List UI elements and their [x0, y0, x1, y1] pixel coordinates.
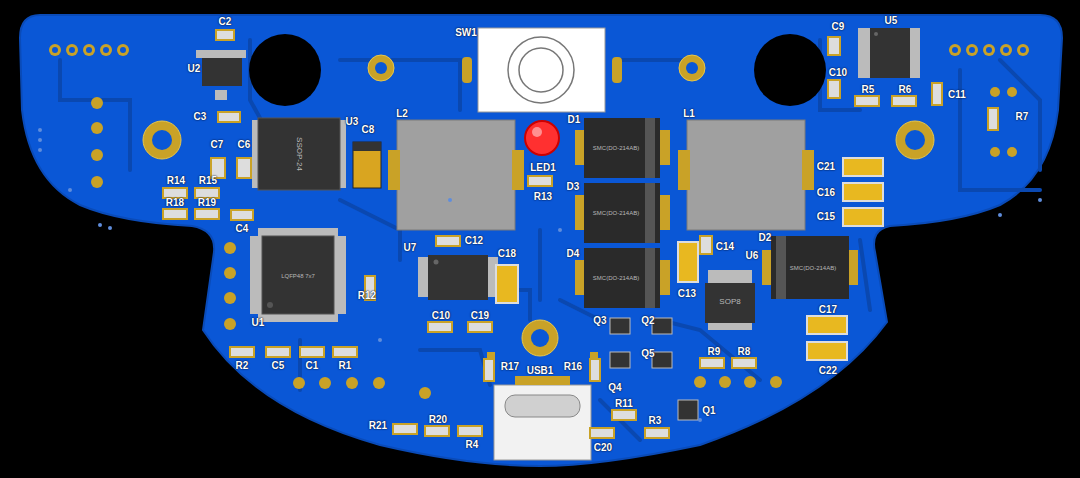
- reference-designator: R9: [708, 347, 721, 357]
- reference-designator: C7: [211, 140, 224, 150]
- reference-designator: U5: [885, 16, 898, 26]
- reference-designator: R4: [466, 440, 479, 450]
- reference-designator: R13: [534, 192, 552, 202]
- reference-designator: Q1: [702, 406, 715, 416]
- reference-designator: R11: [615, 399, 633, 409]
- reference-designator: C5: [272, 361, 285, 371]
- reference-designator: C2: [219, 17, 232, 27]
- reference-designator: L1: [683, 109, 695, 119]
- reference-designator: D1: [568, 115, 581, 125]
- reference-designator: R16: [564, 362, 582, 372]
- reference-designator: C16: [817, 188, 835, 198]
- reference-designator: R2: [236, 361, 249, 371]
- reference-designator: C3: [194, 112, 207, 122]
- reference-designator: R18: [166, 198, 184, 208]
- reference-designator: R19: [198, 198, 216, 208]
- reference-designator: C13: [678, 289, 696, 299]
- reference-designator: U2: [188, 64, 201, 74]
- reference-designator: D4: [567, 249, 580, 259]
- reference-designator: R3: [649, 416, 662, 426]
- chip-marking: SOP8: [719, 298, 740, 306]
- reference-designator: R1: [339, 361, 352, 371]
- reference-designator: C19: [471, 311, 489, 321]
- reference-designator: L2: [396, 109, 408, 119]
- reference-designator: R7: [1016, 112, 1029, 122]
- reference-designator: R12: [358, 291, 376, 301]
- chip-marking: SMC(DO-214AB): [593, 275, 639, 281]
- reference-designator: C4: [236, 224, 249, 234]
- reference-designator: C18: [498, 249, 516, 259]
- reference-designator: C10: [829, 68, 847, 78]
- reference-designator: D2: [759, 233, 772, 243]
- reference-designator: C14: [716, 242, 734, 252]
- reference-designator: R21: [369, 421, 387, 431]
- reference-designator: C15: [817, 212, 835, 222]
- reference-designator: R5: [862, 85, 875, 95]
- reference-designator: D3: [567, 182, 580, 192]
- reference-designator: USB1: [527, 366, 554, 376]
- reference-designator: U7: [404, 243, 417, 253]
- reference-designator: C11: [948, 90, 966, 100]
- reference-designator: R6: [899, 85, 912, 95]
- reference-designator: C20: [594, 443, 612, 453]
- reference-designator: C1: [306, 361, 319, 371]
- chip-marking: SMC(DO-214AB): [593, 210, 639, 216]
- reference-designator: C12: [465, 236, 483, 246]
- reference-designator: U1: [252, 318, 265, 328]
- reference-designator: Q3: [593, 316, 606, 326]
- reference-designator: U3: [346, 117, 359, 127]
- reference-designator: Q2: [641, 316, 654, 326]
- reference-designator: Q4: [608, 383, 621, 393]
- reference-designator: SW1: [455, 28, 477, 38]
- reference-designator: R15: [199, 176, 217, 186]
- reference-designator: C8: [362, 125, 375, 135]
- reference-designator: C9: [832, 22, 845, 32]
- reference-designator: C10: [432, 311, 450, 321]
- reference-designator: C22: [819, 366, 837, 376]
- reference-designator: R17: [501, 362, 519, 372]
- reference-designator: R20: [429, 415, 447, 425]
- reference-designator: C17: [819, 305, 837, 315]
- reference-designator: LED1: [530, 163, 556, 173]
- chip-marking: LQFP48 7x7: [281, 273, 315, 279]
- chip-marking: SSOP-24: [295, 137, 303, 171]
- chip-marking: SMC(DO-214AB): [593, 145, 639, 151]
- reference-designator: C21: [817, 162, 835, 172]
- chip-marking: SMC(DO-214AB): [790, 265, 836, 271]
- reference-designator: R14: [167, 176, 185, 186]
- reference-designator: C6: [238, 140, 251, 150]
- reference-designator: Q5: [641, 349, 654, 359]
- reference-designator: U6: [746, 251, 759, 261]
- reference-designator: R8: [738, 347, 751, 357]
